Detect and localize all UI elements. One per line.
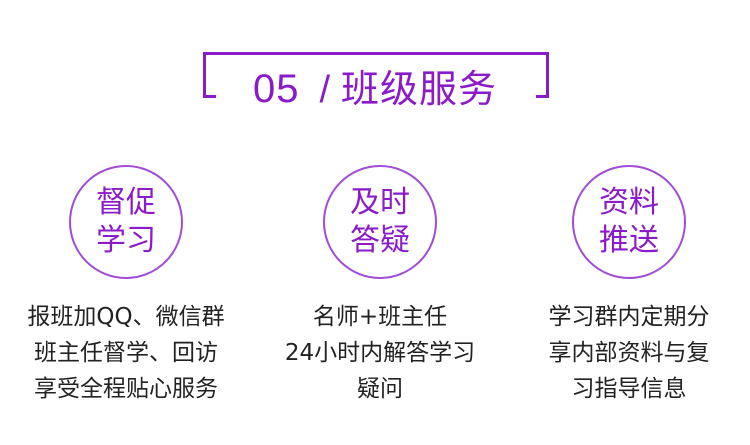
description-line: 名师+班主任 — [312, 304, 448, 330]
section-title: 05 /班级服务 — [0, 62, 750, 117]
service-description: 名师+班主任 24小时内解答学习 疑问 — [260, 299, 500, 407]
description-line: 疑问 — [357, 376, 403, 402]
badge-line: 资料 — [599, 185, 659, 220]
title-separator: / — [319, 69, 332, 111]
service-badge: 资料 推送 — [572, 165, 686, 279]
description-line: 24小时内解答学习 — [284, 340, 476, 366]
badge-line: 答疑 — [350, 223, 410, 258]
description-line: 习指导信息 — [571, 376, 687, 402]
section-number: 05 — [252, 67, 300, 111]
service-timely-qa: 及时 答疑 名师+班主任 24小时内解答学习 疑问 — [260, 165, 500, 407]
description-line: 享内部资料与复 — [548, 340, 710, 366]
badge-line: 学习 — [96, 223, 156, 258]
description-line: 享受全程贴心服务 — [34, 376, 218, 402]
title-frame — [203, 52, 549, 98]
description-line: 学习群内定期分 — [548, 304, 710, 330]
description-line: 报班加QQ、微信群 — [27, 304, 225, 330]
service-badge: 及时 答疑 — [323, 165, 437, 279]
service-materials-push: 资料 推送 学习群内定期分 享内部资料与复 习指导信息 — [509, 165, 749, 407]
service-badge: 督促 学习 — [69, 165, 183, 279]
badge-line: 及时 — [350, 185, 410, 220]
badge-line: 推送 — [599, 223, 659, 258]
description-line: 班主任督学、回访 — [34, 340, 218, 366]
service-supervise-study: 督促 学习 报班加QQ、微信群 班主任督学、回访 享受全程贴心服务 — [6, 165, 246, 407]
badge-line: 督促 — [96, 185, 156, 220]
section-heading: 班级服务 — [341, 67, 498, 111]
service-description: 报班加QQ、微信群 班主任督学、回访 享受全程贴心服务 — [6, 299, 246, 407]
service-description: 学习群内定期分 享内部资料与复 习指导信息 — [509, 299, 749, 407]
